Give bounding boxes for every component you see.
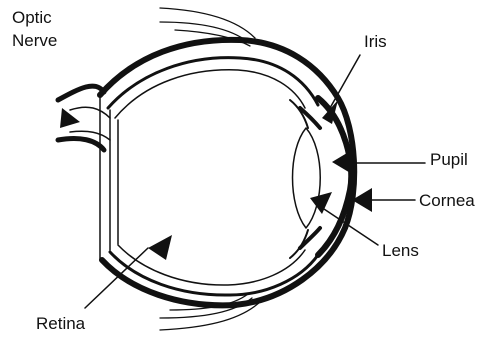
iris-top <box>300 108 320 128</box>
label-iris: Iris <box>364 32 387 52</box>
retina-arrow <box>148 235 172 260</box>
label-nerve: Nerve <box>12 31 57 51</box>
label-cornea: Cornea <box>419 191 475 211</box>
optic-nerve-inner <box>70 107 110 140</box>
lens-arrow <box>310 192 332 214</box>
back-wall <box>100 95 118 260</box>
optic-nerve-bottom <box>58 138 104 150</box>
optic-nerve-top <box>58 86 104 100</box>
label-optic: Optic <box>12 8 52 28</box>
lens <box>293 128 321 228</box>
iris-bottom <box>300 228 320 248</box>
pupil-arrow <box>332 150 352 174</box>
retina-layer <box>108 58 318 295</box>
label-pupil: Pupil <box>430 150 468 170</box>
label-retina: Retina <box>36 314 85 334</box>
iris-leader <box>330 55 360 108</box>
sclera-outer <box>100 40 354 305</box>
optic-nerve-arrow <box>60 108 80 128</box>
label-lens: Lens <box>382 241 419 261</box>
